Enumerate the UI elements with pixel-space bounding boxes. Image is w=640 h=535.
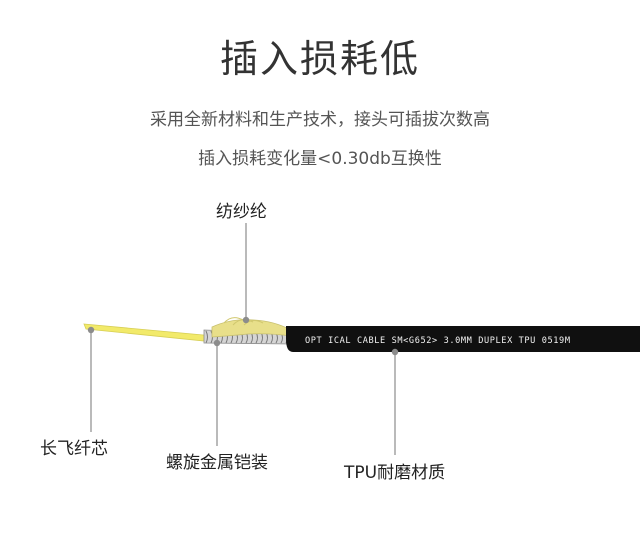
subtitle-line-1: 采用全新材料和生产技术，接头可插拔次数高 — [150, 110, 490, 130]
tpu-dot — [391, 348, 399, 356]
label-aramid: 纺纱纶 — [216, 202, 267, 222]
label-armor: 螺旋金属铠装 — [166, 453, 268, 473]
label-fiber: 长飞纤芯 — [40, 439, 108, 459]
page-title: 插入损耗低 — [219, 37, 420, 81]
fiber-core — [83, 323, 215, 343]
cable-print-text: OPT ICAL CABLE SM<G652> 3.0MM DUPLEX TPU… — [305, 336, 571, 346]
aramid-yarn — [211, 317, 292, 338]
tpu-jacket — [286, 326, 640, 352]
subtitle-line-2: 插入损耗变化量<0.30db互换性 — [198, 149, 442, 169]
fiber-dot — [87, 326, 95, 334]
armor-dot — [213, 339, 221, 347]
label-tpu: TPU耐磨材质 — [344, 463, 446, 483]
aramid-dot — [242, 316, 250, 324]
